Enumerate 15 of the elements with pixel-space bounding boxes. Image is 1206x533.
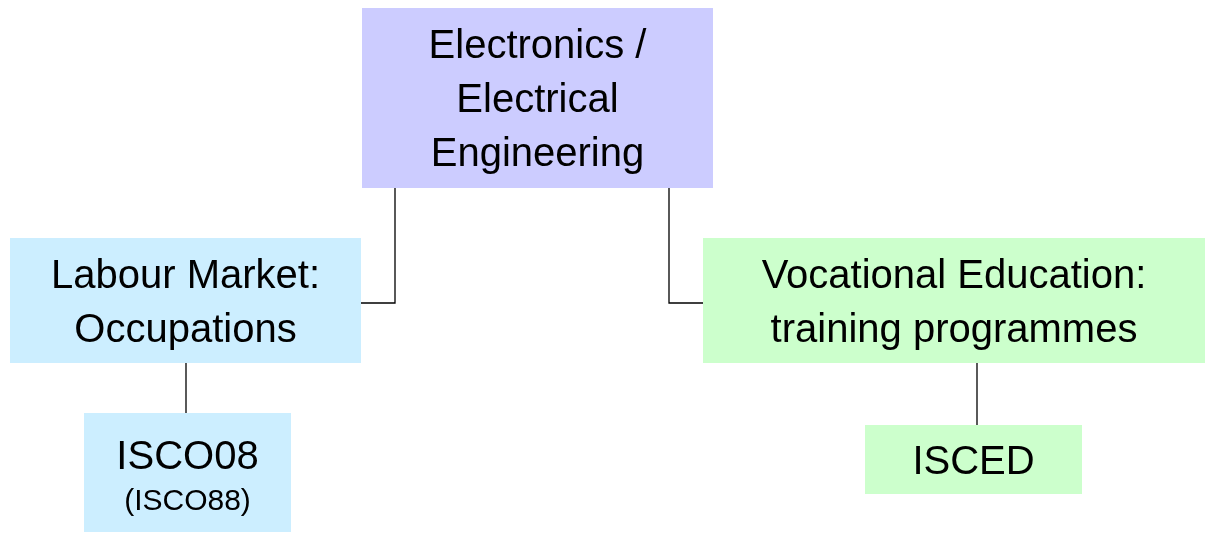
- connector-line: [668, 187, 704, 304]
- connector-line: [185, 362, 187, 414]
- connector-line: [360, 187, 396, 304]
- connector-line: [976, 362, 978, 426]
- category-box: [10, 238, 361, 363]
- box-label: Labour Market: Occupations: [50, 250, 321, 352]
- category-box: [84, 413, 291, 532]
- box-sublabel: (ISCO88): [124, 481, 251, 518]
- category-box: [865, 425, 1082, 494]
- box-label: Electronics / Electrical Engineering: [427, 21, 648, 176]
- box-label: ISCO08: [116, 431, 259, 479]
- category-box: [703, 238, 1205, 363]
- box-label: ISCED: [912, 436, 1035, 484]
- category-box: [362, 8, 713, 188]
- box-label: Vocational Education: training programmes: [760, 250, 1148, 352]
